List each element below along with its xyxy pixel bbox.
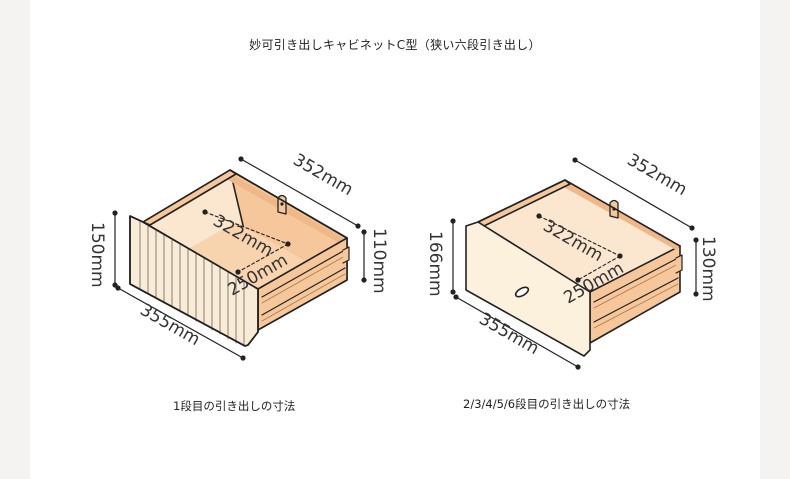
left-drawer-caption: 1段目の引き出しの寸法: [173, 399, 296, 413]
right-front-height-label: 166mm: [425, 231, 445, 297]
right-dimension-lines: [450, 157, 699, 370]
left-dimension-lines: [112, 156, 367, 361]
left-front-height-label: 150mm: [87, 222, 107, 288]
page-title: 妙可引き出しキャビネットC型（狭い六段引き出し）: [249, 38, 541, 52]
right-drawer-caption: 2/3/4/5/6段目の引き出しの寸法: [463, 397, 631, 411]
right-width-label: 352mm: [624, 150, 691, 200]
right-height-label: 130mm: [698, 236, 718, 302]
left-height-label: 110mm: [369, 228, 389, 294]
left-drawer: [129, 169, 350, 347]
